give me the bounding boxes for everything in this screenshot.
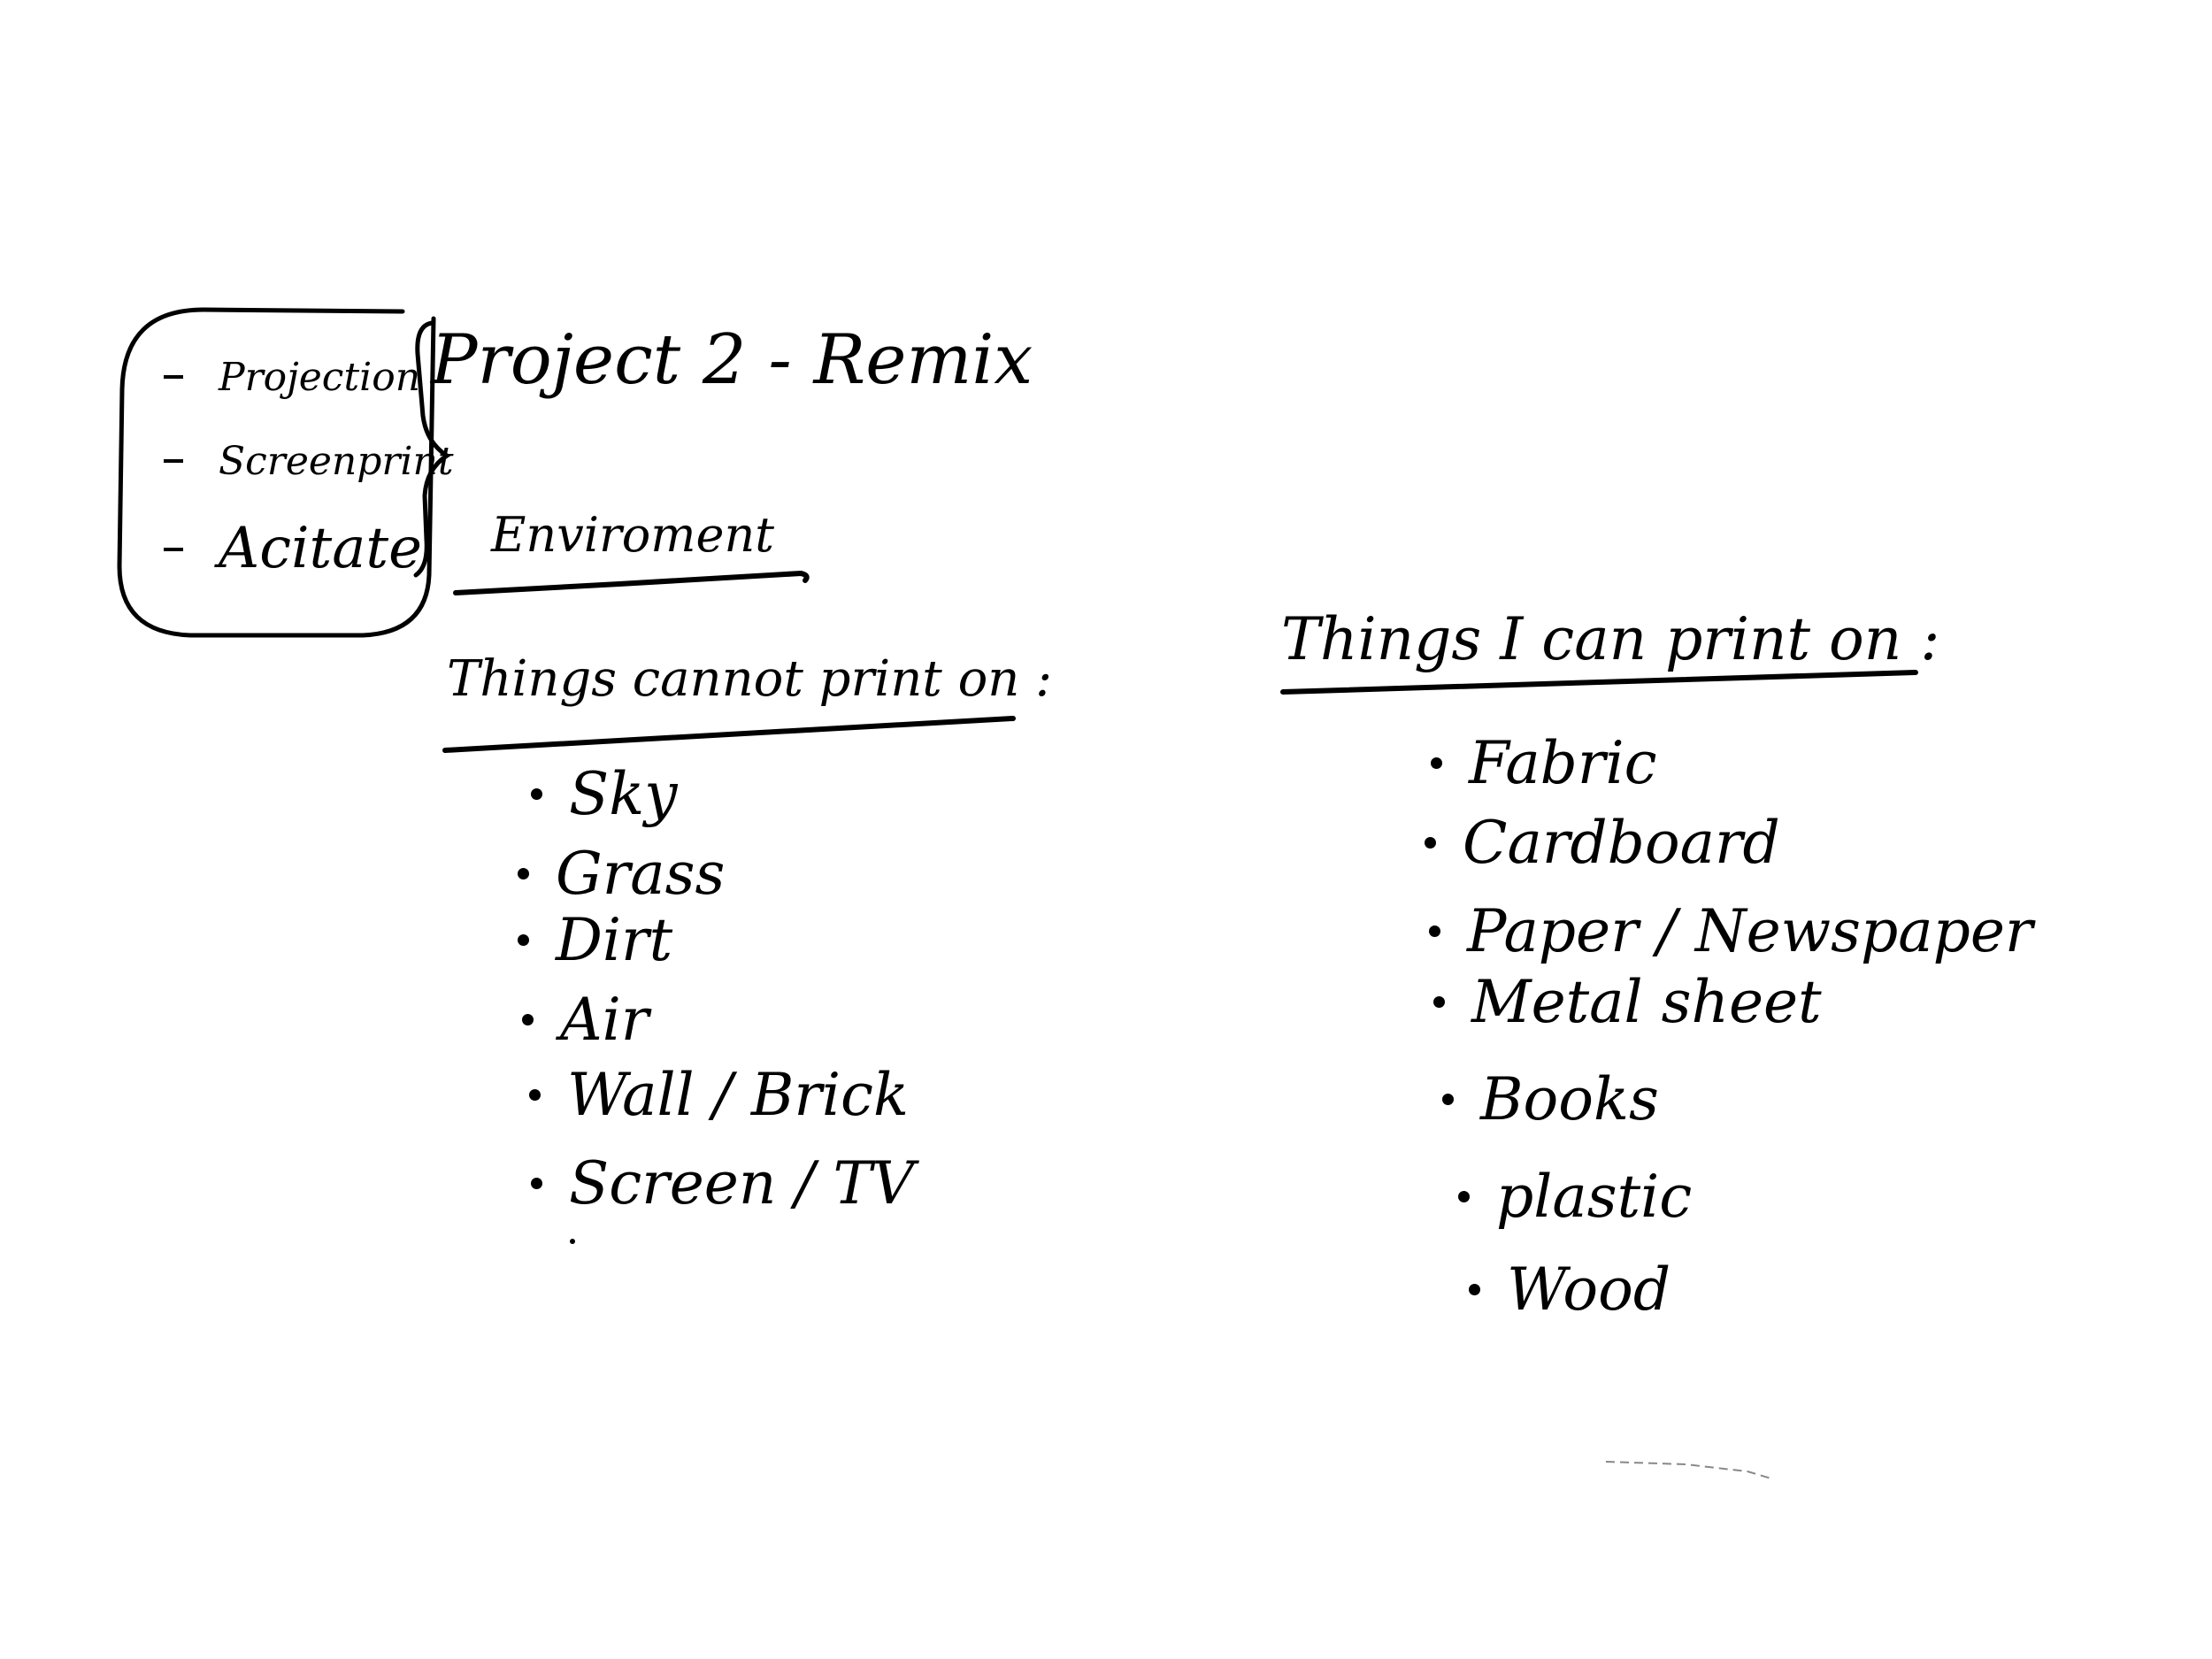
bullet-icon [1431,757,1442,769]
list-item-label: Books [1480,1065,1659,1133]
list-item: Grass [518,845,725,903]
subtitle-underline [453,570,810,595]
side-list-item: Acitate [164,520,422,577]
bullet-icon [1429,925,1440,937]
stray-mark [1605,1461,1775,1480]
list-item: Cardboard [1425,814,1780,872]
list-item: Sky [531,765,678,824]
list-item: Paper / Newspaper [1429,902,2032,961]
list-item-label: plastic [1496,1163,1693,1231]
side-list-item-label: Acitate [219,516,422,581]
side-list-item-label: Screenprint [219,439,454,484]
page-title: Project 2 - Remix [431,320,1033,400]
curly-brace [413,320,451,578]
list-item-label: Cardboard [1463,809,1780,877]
list-item: Air [522,991,649,1049]
bullet-icon [522,1013,534,1025]
list-item: Dirt [518,911,672,970]
list-item-label: Grass [556,840,726,908]
stray-dot [570,1239,575,1244]
list-item: Screen / TV [531,1155,914,1213]
list-item: Wood [1469,1261,1671,1319]
side-list-item: Screenprint [164,442,454,481]
list-item-label: Metal sheet [1471,968,1822,1036]
bullet-icon [1433,995,1445,1008]
bullet-icon [531,787,542,800]
list-item-label: Screen / TV [569,1149,915,1217]
bullet-icon [529,1088,541,1101]
bullet-icon [518,933,529,946]
cannot-print-heading: Things cannot print on : [447,650,1053,708]
bullet-icon [1469,1283,1480,1295]
list-item-label: Wood [1507,1256,1671,1324]
side-list-item: Projection [164,358,420,397]
dash-icon [164,547,183,551]
side-list-item-label: Projection [219,355,421,400]
list-item-label: Air [560,986,649,1054]
list-item: Books [1442,1071,1659,1129]
side-list-box [117,307,436,638]
list-item-label: Dirt [556,906,673,974]
can-heading-underline [1280,670,1918,695]
cannot-heading-underline [442,716,1016,753]
bullet-icon [1425,836,1436,849]
bullet-icon [1458,1190,1470,1202]
bullet-icon [1442,1093,1454,1105]
list-item: Metal sheet [1433,973,1822,1032]
list-item: plastic [1458,1168,1692,1226]
can-print-heading: Things I can print on : [1281,605,1940,673]
list-item: Fabric [1431,734,1657,793]
list-item: Wall / Brick [529,1066,909,1125]
bullet-icon [531,1177,542,1189]
list-item-label: Paper / Newspaper [1467,897,2033,965]
list-item-label: Sky [569,760,678,828]
dash-icon [164,458,183,463]
page-subtitle: Enviroment [491,507,774,563]
bullet-icon [518,867,529,879]
dash-icon [164,374,183,379]
list-item-label: Fabric [1469,729,1657,797]
list-item-label: Wall / Brick [567,1061,909,1129]
